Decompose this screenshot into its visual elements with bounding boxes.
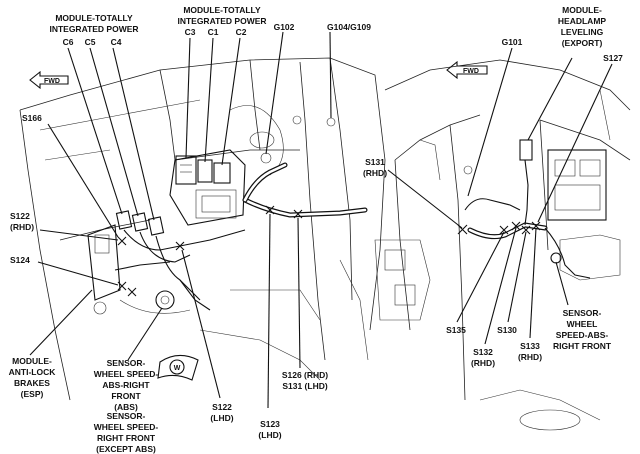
left-splice-marks [117, 205, 303, 297]
label-c6: C6 [63, 37, 74, 47]
w-marker-icon: W [157, 354, 199, 381]
fwd-arrow-right-icon: FWD [446, 60, 488, 80]
label-s126-s131: S126 (RHD)S131 (LHD) [282, 370, 328, 391]
label-s122-rhd: S122(RHD) [10, 211, 34, 232]
label-s124: S124 [10, 255, 30, 265]
label-c4: C4 [111, 37, 122, 47]
label-s132-rhd: S132(RHD) [471, 347, 495, 368]
right-splice-marks [457, 221, 541, 235]
label-c2: C2 [236, 27, 247, 37]
left-body-sketch [19, 57, 386, 401]
fwd-arrow-left-icon: FWD [29, 70, 69, 90]
label-sensor-except-abs: SENSOR-WHEEL SPEED-RIGHT FRONT(EXCEPT AB… [94, 411, 159, 454]
svg-text:W: W [174, 365, 181, 372]
label-g102: G102 [274, 22, 295, 32]
right-body-sketch [374, 59, 631, 431]
label-c1: C1 [208, 27, 219, 37]
label-s127: S127 [603, 53, 623, 63]
label-s123-lhd: S123(LHD) [258, 419, 281, 440]
abs-module [87, 224, 121, 315]
label-s133-rhd: S133(RHD) [518, 341, 542, 362]
svg-text:FWD: FWD [44, 78, 60, 85]
label-c5: C5 [85, 37, 96, 47]
label-g104-g109: G104/G109 [327, 22, 371, 32]
label-g101: G101 [502, 37, 523, 47]
label-s130: S130 [497, 325, 517, 335]
label-s135: S135 [446, 325, 466, 335]
svg-text:FWD: FWD [463, 68, 479, 75]
leader-lines [29, 31, 613, 409]
label-s122-lhd: S122(LHD) [210, 402, 233, 423]
connectors-c4-c6 [115, 210, 165, 236]
left-harness [114, 115, 368, 311]
label-s131-rhd: S131(RHD) [363, 157, 387, 178]
right-harness [463, 139, 591, 279]
label-s166: S166 [22, 113, 42, 123]
label-c3: C3 [185, 27, 196, 37]
tipm-module [169, 149, 246, 226]
